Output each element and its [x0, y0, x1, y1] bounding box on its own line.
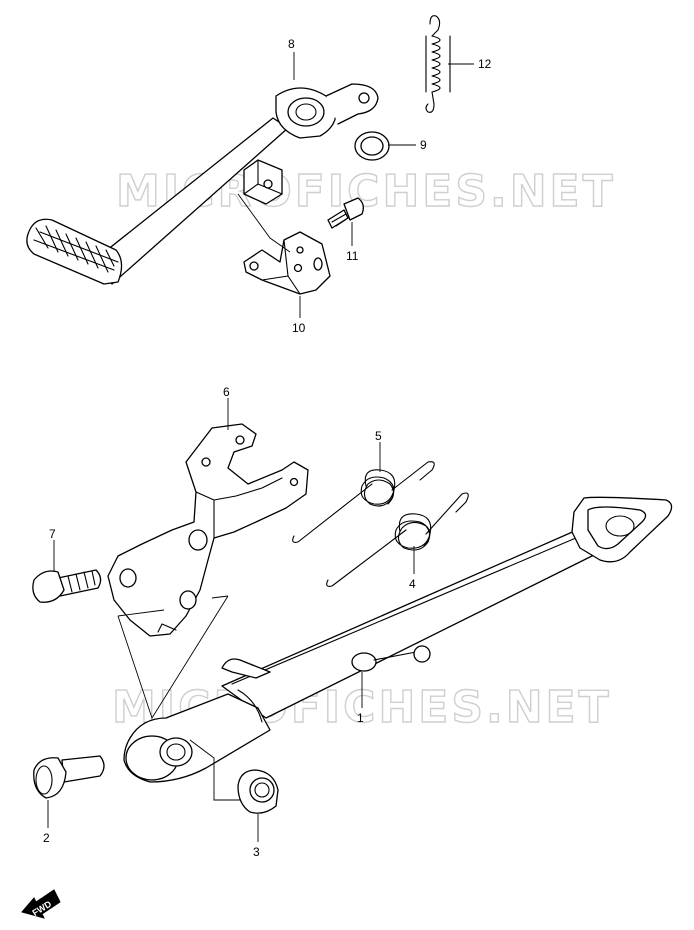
bracket-bolt	[327, 197, 364, 229]
callout-9: 9	[420, 138, 427, 152]
callout-10: 10	[292, 321, 306, 335]
pivot-bolt-upper	[32, 569, 102, 603]
callout-7: 7	[49, 527, 56, 541]
callout-12: 12	[478, 57, 492, 71]
pivot-bolt-lower	[33, 755, 105, 799]
side-stand	[123, 496, 673, 783]
washer-ring	[354, 131, 390, 161]
callout-8: 8	[288, 37, 295, 51]
callout-3: 3	[253, 845, 260, 859]
callout-2: 2	[43, 831, 50, 845]
stand-bracket	[107, 423, 309, 637]
callout-4: 4	[409, 577, 416, 591]
gear-shift-lever	[26, 83, 379, 285]
callout-1: 1	[357, 711, 364, 725]
fwd-arrow-icon: FWD	[21, 889, 61, 919]
stand-spring-upper	[292, 461, 435, 543]
callout-11: 11	[346, 249, 359, 263]
stand-spring-lower	[326, 492, 469, 587]
return-spring-top	[425, 15, 451, 113]
stand-nut	[237, 769, 279, 814]
callout-6: 6	[223, 385, 230, 399]
shift-lever-bracket	[243, 231, 331, 295]
callout-5: 5	[375, 429, 382, 443]
